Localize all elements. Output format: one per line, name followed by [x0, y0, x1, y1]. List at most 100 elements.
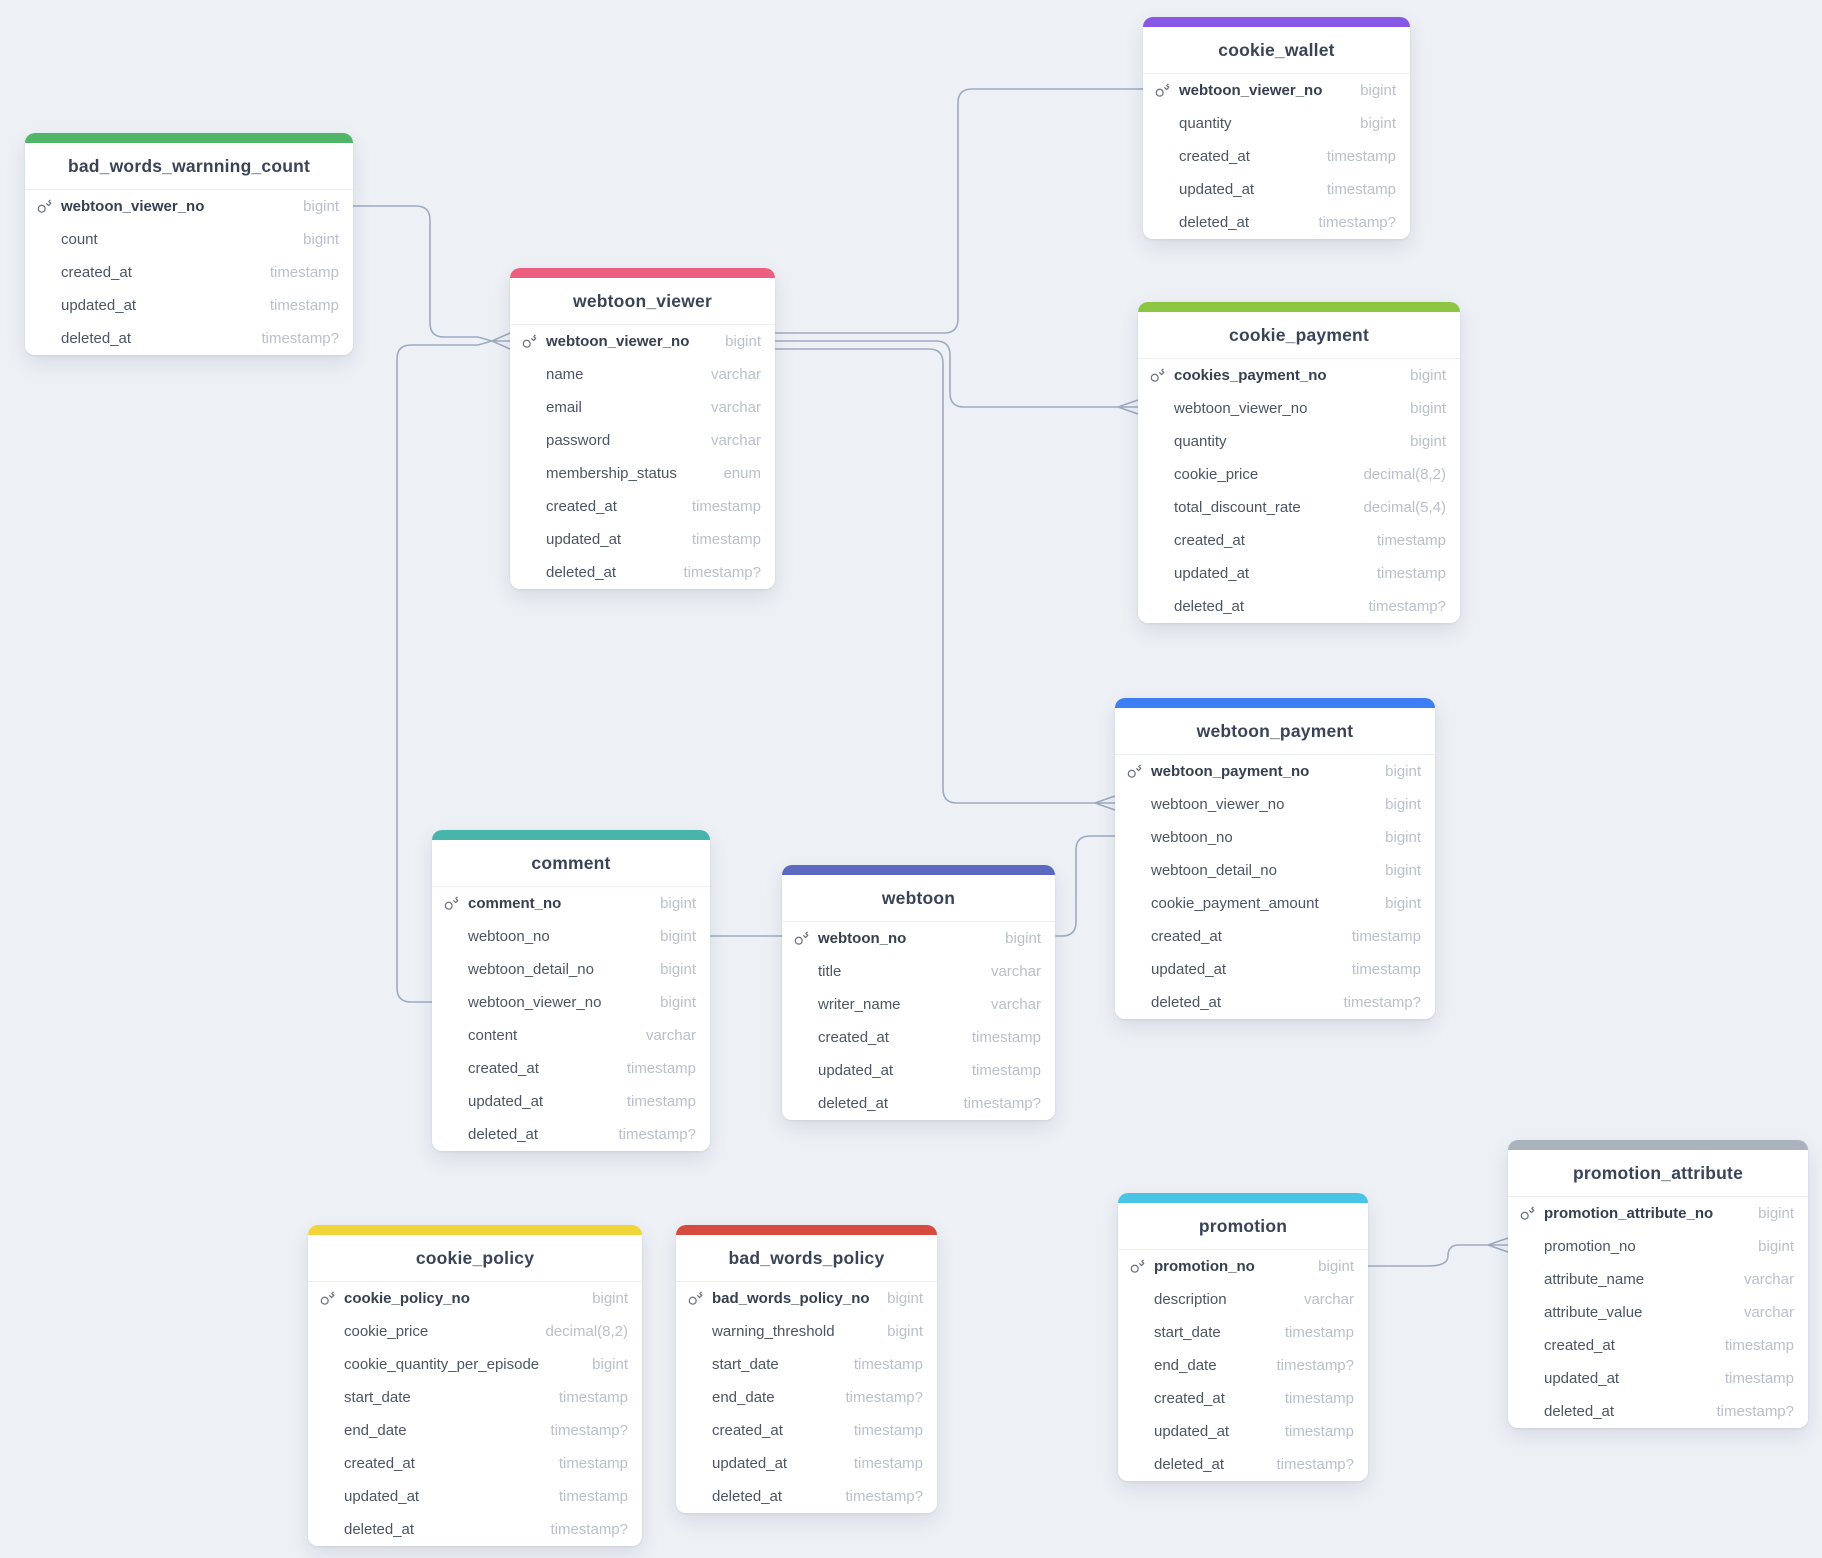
relationship-webtoon-to-webtoon_payment[interactable] [1055, 835, 1115, 937]
relationship-crows-foot-webtoon_viewer[interactable] [491, 332, 511, 350]
field-name: created_at [468, 1060, 539, 1077]
relationship-webtoon_viewer-to-cookie_wallet[interactable] [775, 88, 1143, 334]
relationship-webtoon_viewer-to-cookie_payment[interactable] [775, 340, 1139, 415]
relationship-promotion-to-promotion_attribute[interactable] [1368, 1237, 1509, 1267]
relationship-bad_words_warnning_count-to-webtoon_viewer[interactable] [353, 205, 493, 342]
relationship-webtoon_viewer-to-webtoon_payment[interactable] [775, 348, 1116, 811]
field-name: cookies_payment_no [1174, 367, 1327, 384]
field-name: title [818, 963, 842, 980]
relationship-comment-to-webtoon_viewer[interactable] [396, 340, 493, 1003]
